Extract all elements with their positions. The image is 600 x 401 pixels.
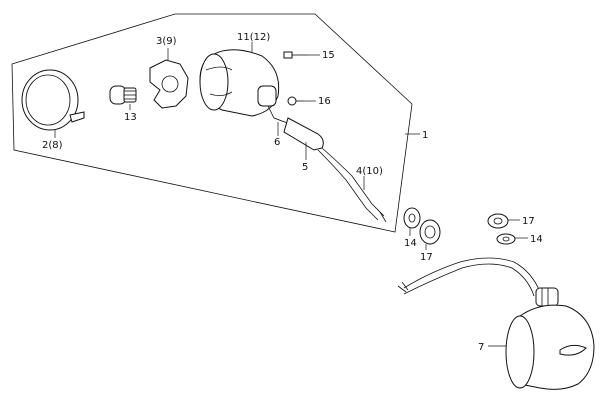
assembly-outline bbox=[11, 13, 413, 233]
housing-part[interactable] bbox=[199, 49, 280, 117]
label-6: 6 bbox=[274, 137, 280, 148]
label-2: 2(8) bbox=[42, 140, 63, 151]
label-14b: 14 bbox=[530, 234, 543, 245]
label-5: 5 bbox=[302, 162, 308, 173]
screw-15-part[interactable] bbox=[283, 51, 308, 59]
label-3: 3(9) bbox=[156, 36, 177, 47]
washer-left-part[interactable] bbox=[403, 207, 421, 229]
label-17b: 17 bbox=[522, 216, 535, 227]
nut-left-part[interactable] bbox=[419, 219, 441, 245]
lens-part[interactable] bbox=[21, 69, 85, 131]
washer-right-part[interactable] bbox=[496, 233, 516, 245]
label-13: 13 bbox=[124, 112, 137, 123]
label-4: 4(10) bbox=[356, 166, 383, 177]
bulb-part[interactable] bbox=[109, 85, 137, 105]
socket-plate-part[interactable] bbox=[149, 59, 189, 109]
label-15: 15 bbox=[322, 50, 335, 61]
label-11: 11(12) bbox=[237, 32, 270, 43]
cable-grommet-part[interactable] bbox=[267, 105, 387, 223]
label-1: 1 bbox=[422, 130, 428, 141]
label-7: 7 bbox=[478, 342, 484, 353]
label-14a: 14 bbox=[404, 238, 417, 249]
label-17a: 17 bbox=[420, 252, 433, 263]
label-16: 16 bbox=[318, 96, 331, 107]
screw-16-part[interactable] bbox=[287, 96, 304, 106]
nut-right-part[interactable] bbox=[487, 213, 509, 229]
turn-signal-assembly-part[interactable] bbox=[397, 257, 595, 390]
